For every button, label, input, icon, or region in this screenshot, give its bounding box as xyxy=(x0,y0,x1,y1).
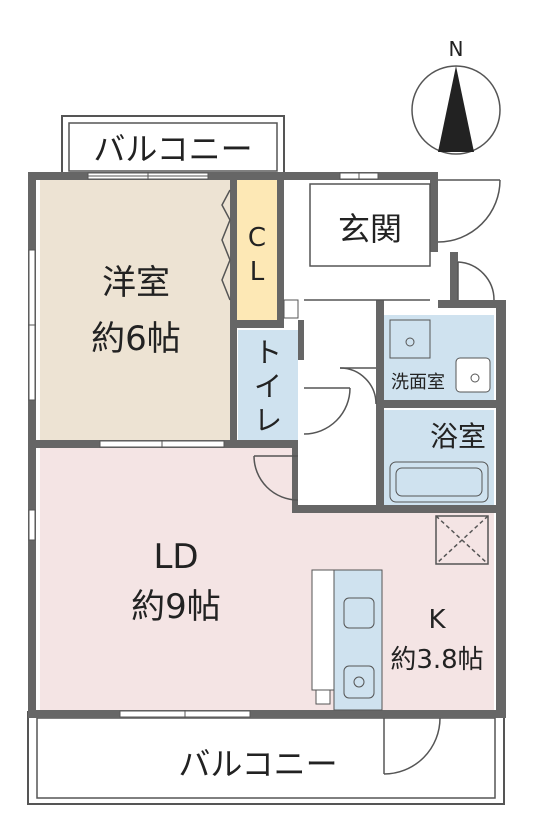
storage-door xyxy=(457,261,495,301)
ld-size: 約9帖 xyxy=(131,587,221,627)
closet-label-l: L xyxy=(250,257,265,287)
bath-name: 浴室 xyxy=(430,420,486,453)
bathtub-inner xyxy=(395,467,483,497)
washroom-name: 洗面室 xyxy=(391,372,445,393)
balcony-top: バルコニー xyxy=(61,115,285,175)
closet-floor xyxy=(237,180,277,320)
compass-north-label: N xyxy=(449,37,464,61)
top-window xyxy=(87,172,209,180)
pipe-space xyxy=(283,299,299,319)
balcony-bottom: バルコニー xyxy=(27,711,505,805)
western-room-name: 洋室 xyxy=(102,263,170,303)
left-small-window xyxy=(28,509,36,541)
entrance-name: 玄関 xyxy=(338,210,402,248)
balcony-door xyxy=(383,717,441,775)
closet-door xyxy=(221,189,231,301)
toilet-door xyxy=(303,387,351,435)
compass: N xyxy=(411,37,501,155)
bathtub xyxy=(389,461,489,503)
top-small-window xyxy=(339,172,379,180)
entrance-door xyxy=(437,179,501,243)
kitchen-name: K xyxy=(428,605,446,635)
toilet-floor xyxy=(238,330,298,440)
washing-machine xyxy=(455,357,491,393)
toilet-label-1: ト xyxy=(254,336,282,369)
north-arrow-icon xyxy=(438,66,474,152)
kitchen-stove xyxy=(343,665,375,699)
ld-name: LD xyxy=(153,537,198,577)
ld-floor xyxy=(40,448,296,710)
kitchen-counter xyxy=(311,569,383,711)
washroom-door xyxy=(339,367,377,405)
kitchen-sink xyxy=(343,597,375,629)
fridge-space xyxy=(435,515,489,565)
toilet-label-3: レ xyxy=(254,404,282,437)
ld-door xyxy=(253,455,299,501)
bottom-window xyxy=(119,710,251,718)
left-window xyxy=(28,249,36,401)
western-room-floor xyxy=(40,180,236,440)
balcony-bottom-label: バルコニー xyxy=(178,745,337,783)
western-ld-sliding-door xyxy=(99,440,225,448)
entrance-hall-lines xyxy=(304,183,431,301)
washbasin xyxy=(389,319,431,359)
balcony-top-label: バルコニー xyxy=(93,130,252,168)
western-room-size: 約6帖 xyxy=(91,319,181,359)
toilet-label-2: イ xyxy=(254,370,282,403)
washbasin-drain xyxy=(405,337,415,347)
washing-machine-drain xyxy=(470,373,480,383)
kitchen-size: 約3.8帖 xyxy=(390,645,483,675)
closet-label-c: C xyxy=(248,223,266,253)
